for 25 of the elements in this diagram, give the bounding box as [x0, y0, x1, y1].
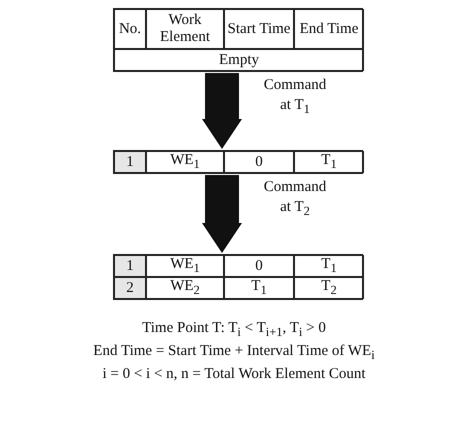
- note-text: i = 0 < i < n, n = Total Work Element Count: [101, 365, 367, 384]
- note-text: End Time = Start Time + Interval Time of WE$_{i}$: [92, 342, 376, 364]
- table-cell: T$_{2}$: [294, 277, 364, 299]
- table: [113, 254, 363, 300]
- table-cell: T$_{1}$: [294, 151, 364, 173]
- table-cell: T$_{1}$: [294, 255, 364, 277]
- table: [113, 8, 363, 72]
- table-cell: 0: [224, 255, 294, 277]
- block-arrow: [202, 73, 242, 149]
- table-cell: WE$_{1}$: [146, 255, 224, 277]
- table-cell: Empty: [114, 49, 364, 71]
- table-cell: 2: [114, 277, 146, 299]
- table-cell: WE$_{1}$: [146, 151, 224, 173]
- note-text: Time Point T: T$_{i}$ < T$_{i+1}$, T$_{i}$ > 0: [141, 319, 327, 341]
- header-cell: Work Element: [146, 9, 224, 49]
- header-cell: Start Time: [224, 9, 294, 49]
- table: [113, 150, 363, 174]
- table-cell: 1: [114, 255, 146, 277]
- block-arrow: [202, 175, 242, 253]
- table-cell: 0: [224, 151, 294, 173]
- header-cell: End Time: [294, 9, 364, 49]
- table-cell: WE$_{2}$: [146, 277, 224, 299]
- table-cell: T$_{1}$: [224, 277, 294, 299]
- header-cell: No.: [114, 9, 146, 49]
- table-cell: 1: [114, 151, 146, 173]
